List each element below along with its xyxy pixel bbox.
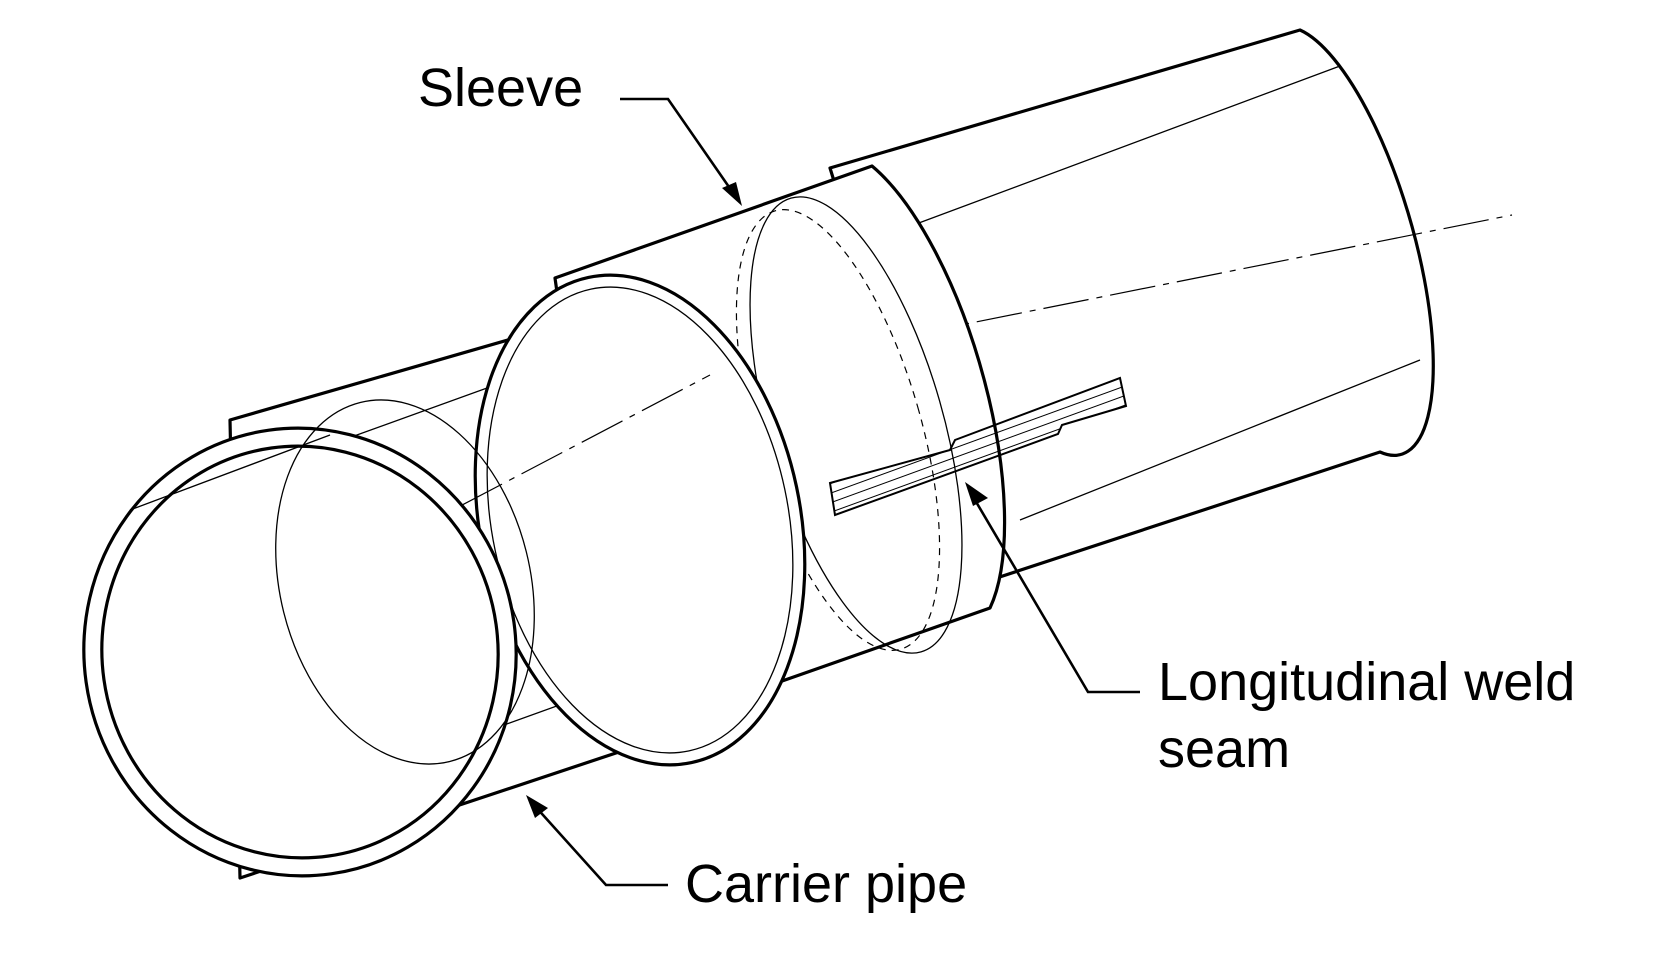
carrier-arrowhead: [526, 795, 548, 818]
sleeve-arrowhead: [722, 182, 742, 206]
weld-callout: Longitudinal weld seam: [965, 482, 1575, 779]
weld-label-line2: seam: [1158, 719, 1290, 779]
carrier-callout: Carrier pipe: [526, 795, 967, 914]
weld-arrowhead: [965, 482, 988, 506]
carrier-label: Carrier pipe: [685, 854, 967, 914]
weld-label-line1: Longitudinal weld: [1158, 652, 1575, 712]
sleeve-callout: Sleeve: [418, 58, 742, 206]
weld-leader-line: [973, 499, 1140, 694]
carrier-leader-line: [533, 804, 668, 887]
carrier-pipe-open-end: [82, 399, 535, 878]
weld-seam: [828, 376, 1128, 517]
sleeve-leader-line: [620, 97, 740, 201]
sleeve-body: [99, 164, 1007, 767]
sleeve-label: Sleeve: [418, 58, 583, 118]
